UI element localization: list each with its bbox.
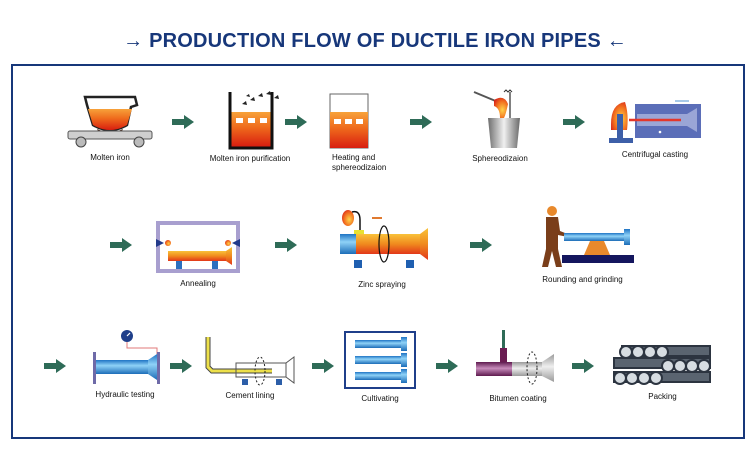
step-label: Packing xyxy=(648,392,677,401)
step-rounding-grinding: Rounding and grinding xyxy=(525,205,640,285)
step-annealing: Annealing xyxy=(148,221,248,289)
flow-arrow-icon xyxy=(170,359,192,373)
flow-arrow-icon xyxy=(275,238,297,252)
title-text: PRODUCTION FLOW OF DUCTILE IRON PIPES xyxy=(149,30,601,52)
step-label: Hydraulic testing xyxy=(95,390,155,399)
step-label: Cultivating xyxy=(361,394,399,403)
step-label: Molten iron purification xyxy=(209,154,291,163)
cement-lining-icon xyxy=(205,337,295,386)
page-title: → PRODUCTION FLOW OF DUCTILE IRON PIPES … xyxy=(0,30,750,53)
heating-furnace-icon xyxy=(329,93,369,149)
step-molten-iron: Molten iron xyxy=(60,95,160,163)
centrifugal-casting-machine-icon xyxy=(609,100,701,143)
bitumen-coating-icon xyxy=(476,330,554,385)
purification-tank-icon xyxy=(228,91,279,150)
flow-arrow-icon xyxy=(172,115,194,129)
step-label: Bitumen coating xyxy=(489,394,547,403)
worker-grinding-icon xyxy=(541,206,634,267)
step-cement-lining: Cement lining xyxy=(200,335,300,401)
pressure-gauge-pipe-icon xyxy=(93,330,160,384)
flow-arrow-icon xyxy=(563,115,585,129)
flow-arrow-icon xyxy=(285,115,307,129)
step-label: Annealing xyxy=(180,279,216,288)
flow-frame xyxy=(11,64,745,439)
step-bitumen-coating: Bitumen coating xyxy=(468,328,568,404)
step-label: Zinc spraying xyxy=(358,280,406,289)
flow-arrow-icon xyxy=(44,359,66,373)
zinc-spray-icon xyxy=(340,210,428,268)
ladle-car-icon xyxy=(67,95,153,148)
flow-arrow-icon xyxy=(410,115,432,129)
step-cultivating: Cultivating xyxy=(340,330,420,404)
step-centrifugal-casting: Centrifugal casting xyxy=(600,100,710,160)
flow-arrow-icon xyxy=(110,238,132,252)
step-label: Centrifugal casting xyxy=(621,150,689,159)
pipe-bundle-icon xyxy=(612,345,711,385)
step-spheroidization: Sphereodizaion xyxy=(455,88,545,164)
step-zinc-spraying: Zinc spraying xyxy=(332,208,432,290)
step-label: Molten iron xyxy=(90,153,130,162)
step-packing: Packing xyxy=(605,340,720,402)
spheroidizing-bucket-icon xyxy=(473,89,520,148)
step-hydraulic-testing: Hydraulic testing xyxy=(80,328,170,400)
step-label: Heating and sphereodizaion xyxy=(332,153,387,172)
step-heating-spheroidization: Heating and sphereodizaion xyxy=(326,93,396,173)
flow-arrow-icon xyxy=(312,359,334,373)
annealing-furnace-icon xyxy=(156,221,240,273)
step-label: Cement lining xyxy=(225,391,275,400)
step-label: Sphereodizaion xyxy=(472,154,528,163)
flow-arrow-icon xyxy=(470,238,492,252)
left-arrow-icon: ← xyxy=(606,30,627,52)
right-arrow-icon: → xyxy=(123,30,144,52)
step-molten-iron-purification: Molten iron purification xyxy=(200,88,300,164)
flow-arrow-icon xyxy=(436,359,458,373)
curing-rack-icon xyxy=(344,331,416,389)
step-label: Rounding and grinding xyxy=(542,275,623,284)
flow-arrow-icon xyxy=(572,359,594,373)
